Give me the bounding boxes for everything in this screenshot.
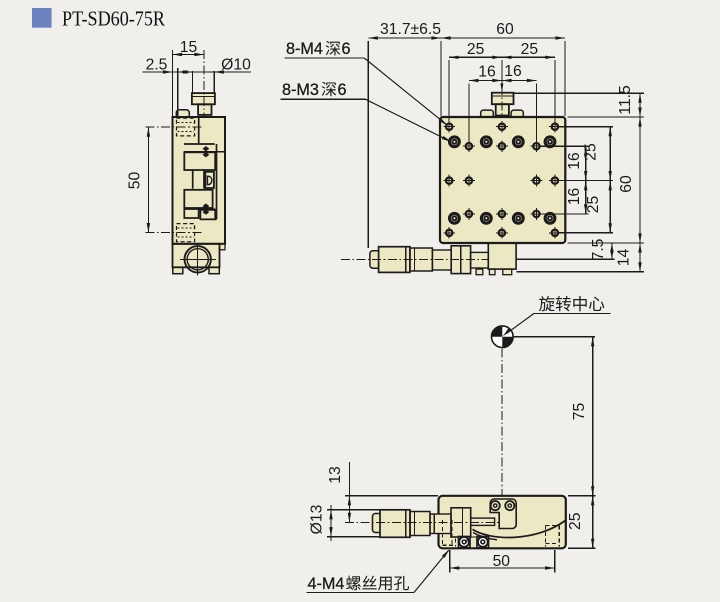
svg-text:16: 16 xyxy=(566,188,583,206)
svg-text:Ø10: Ø10 xyxy=(221,57,251,74)
svg-text:25: 25 xyxy=(567,512,584,530)
svg-text:25: 25 xyxy=(583,143,600,161)
svg-text:25: 25 xyxy=(585,196,602,214)
svg-text:8-M3: 8-M3 xyxy=(282,81,319,99)
svg-text:15: 15 xyxy=(180,39,198,56)
svg-text:11.5: 11.5 xyxy=(617,85,634,115)
svg-text:60: 60 xyxy=(496,21,514,38)
svg-text:50: 50 xyxy=(127,172,144,190)
svg-text:13: 13 xyxy=(327,466,344,484)
svg-text:Ø13: Ø13 xyxy=(309,504,326,534)
svg-text:4-M4: 4-M4 xyxy=(308,575,345,593)
svg-text:75: 75 xyxy=(571,403,588,421)
svg-text:8-M4: 8-M4 xyxy=(286,40,323,58)
svg-text:50: 50 xyxy=(493,553,511,570)
svg-text:16: 16 xyxy=(566,152,583,170)
svg-text:2.5: 2.5 xyxy=(146,57,168,74)
svg-text:60: 60 xyxy=(618,175,635,193)
svg-text:16: 16 xyxy=(478,63,496,80)
svg-text:7.5: 7.5 xyxy=(590,238,607,260)
svg-text:6: 6 xyxy=(342,40,351,58)
svg-text:25: 25 xyxy=(467,41,485,58)
svg-text:14: 14 xyxy=(616,249,633,267)
svg-text:16: 16 xyxy=(504,63,522,80)
svg-text:PT-SD60-75R: PT-SD60-75R xyxy=(62,7,165,31)
svg-text:6: 6 xyxy=(338,81,347,99)
svg-text:25: 25 xyxy=(521,41,539,58)
svg-text:31.7±6.5: 31.7±6.5 xyxy=(380,21,441,38)
